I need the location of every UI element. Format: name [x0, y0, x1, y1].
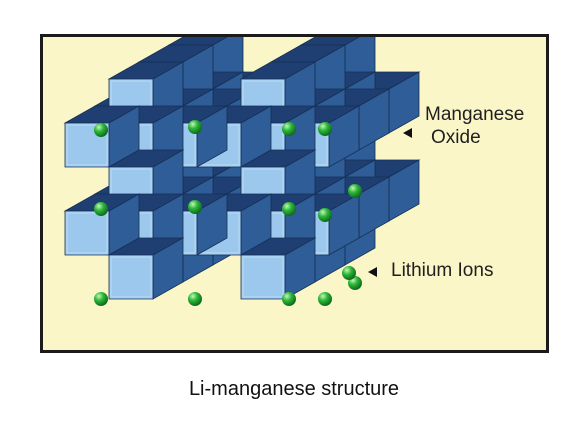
lithium-ion-sphere: [282, 122, 296, 136]
cube-front-face: [240, 254, 286, 300]
manganese-oxide-label-line2: Oxide: [431, 127, 481, 148]
cube-front-highlight: [66, 212, 108, 254]
cube-front-highlight: [66, 124, 108, 166]
lithium-ion-sphere: [188, 120, 202, 134]
manganese-oxide-label-line1: Manganese: [425, 104, 525, 125]
lithium-ion-sphere: [94, 292, 108, 306]
lithium-ion-sphere: [318, 208, 332, 222]
lithium-ion-sphere: [188, 292, 202, 306]
cube-front-face: [108, 254, 154, 300]
manganese-oxide-cube: [107, 237, 185, 300]
lithium-ion-sphere: [94, 123, 108, 137]
lithium-ion-sphere: [318, 292, 332, 306]
lattice-illustration: [63, 37, 421, 306]
manganese-oxide-cube: [239, 237, 317, 300]
lithium-ion-sphere: [348, 184, 362, 198]
manganese-oxide-label: Manganese Oxide: [425, 103, 524, 149]
lithium-ion-sphere: [342, 266, 356, 280]
manganese-oxide-pointer-icon: [403, 128, 412, 138]
lithium-ion-sphere: [282, 202, 296, 216]
cube-front-face: [64, 210, 110, 256]
lithium-ions-label: Lithium Ions: [391, 260, 494, 281]
lithium-ion-sphere: [282, 292, 296, 306]
lithium-ion-sphere: [94, 202, 108, 216]
lithium-ion-sphere: [318, 122, 332, 136]
cube-front-highlight: [242, 256, 284, 298]
lithium-ions-pointer-icon: [368, 267, 377, 277]
figure-caption: Li-manganese structure: [188, 378, 400, 400]
structure-diagram-panel: Manganese Oxide Lithium Ions: [40, 34, 549, 353]
lithium-ion-sphere: [188, 200, 202, 214]
cube-front-highlight: [110, 256, 152, 298]
